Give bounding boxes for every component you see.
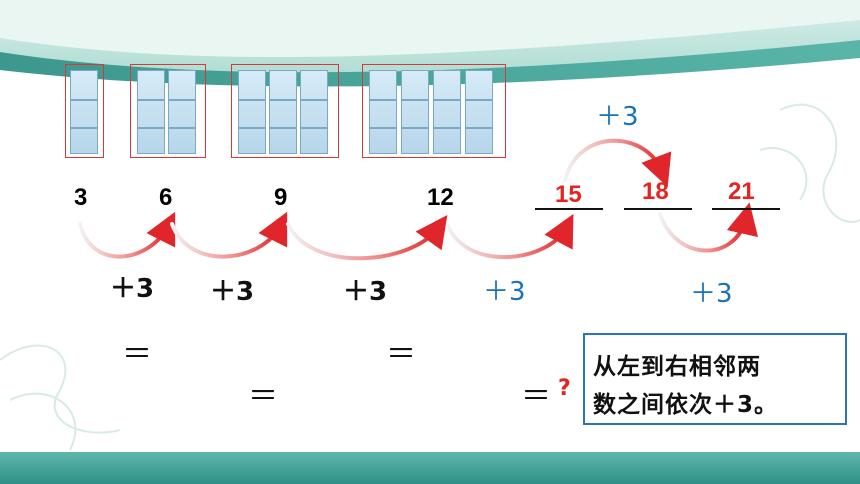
step-label: ＋3 — [483, 277, 526, 307]
equals-sign: ＝ — [248, 379, 278, 414]
step-label: ＋3 — [110, 274, 155, 304]
sequence-number: 9 — [274, 184, 288, 211]
footer-band — [0, 452, 860, 484]
cube-stick-icon — [70, 70, 98, 154]
answer-number: 18 — [642, 178, 669, 205]
stick-box-1 — [65, 64, 104, 158]
curved-arrow-icon — [658, 202, 759, 253]
answer-blank — [624, 208, 692, 210]
step-label: ＋3 — [690, 279, 733, 309]
question-mark: ? — [558, 376, 571, 401]
curved-arrow-icon — [78, 211, 176, 259]
cube-stick-icon — [168, 70, 196, 154]
cube-stick-icon — [401, 70, 429, 154]
sequence-number: 6 — [159, 184, 173, 211]
curved-arrow-icon — [563, 138, 672, 187]
sequence-number: 3 — [74, 184, 88, 211]
cube-stick-icon — [238, 70, 266, 154]
rule-note-line: 从左到右相邻两 — [593, 354, 761, 380]
curved-arrow-icon — [286, 215, 448, 261]
stick-box-2 — [130, 64, 206, 158]
cube-stick-icon — [300, 70, 328, 154]
cube-stick-icon — [369, 70, 397, 154]
answer-number: 21 — [728, 178, 755, 205]
answer-blank — [535, 208, 603, 210]
cube-stick-icon — [433, 70, 461, 154]
step-label: ＋3 — [596, 102, 639, 132]
equals-sign: ＝ — [521, 379, 551, 414]
stick-box-3 — [231, 64, 339, 158]
cube-stick-icon — [137, 70, 165, 154]
rule-note-line: 数之间依次＋3。 — [593, 392, 779, 418]
answer-number: 15 — [555, 181, 582, 208]
cube-stick-icon — [269, 70, 297, 154]
curved-arrow-icon — [446, 213, 574, 259]
sequence-number: 12 — [427, 184, 454, 211]
equals-sign: ＝ — [122, 337, 152, 372]
cube-stick-icon — [465, 70, 493, 154]
rule-note-box: 从左到右相邻两 数之间依次＋3。 — [583, 333, 847, 425]
equals-sign: ＝ — [386, 337, 416, 372]
curved-arrow-icon — [170, 211, 288, 259]
step-label: ＋3 — [210, 277, 255, 307]
stick-box-4 — [362, 64, 506, 158]
answer-blank — [712, 208, 780, 210]
step-label: ＋3 — [343, 277, 388, 307]
